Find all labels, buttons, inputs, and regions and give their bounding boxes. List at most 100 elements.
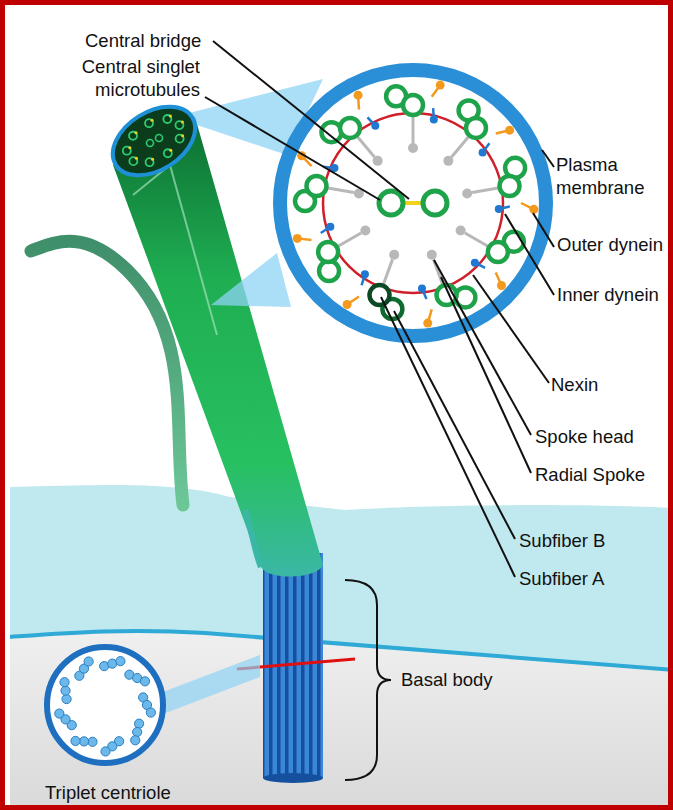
axoneme <box>293 81 539 328</box>
subfiber-a <box>306 176 326 196</box>
triplet-tubule <box>134 719 143 728</box>
mini-doublet <box>129 132 137 140</box>
cilium-illustration <box>5 5 673 810</box>
mini-doublet <box>129 157 137 165</box>
mini-arm <box>181 134 184 137</box>
central-singlet <box>423 191 447 215</box>
subfiber-a <box>488 242 508 262</box>
leader-lines <box>205 41 554 577</box>
triplet-tubule <box>55 709 64 718</box>
part-label: Central singlet microtubules <box>60 55 200 101</box>
outer-dynein <box>505 126 514 135</box>
leader-line <box>473 275 549 383</box>
leader-line <box>505 214 554 295</box>
mini-doublet <box>163 115 171 123</box>
shaft-section <box>100 93 207 190</box>
leader-line <box>394 311 515 539</box>
outer-dynein <box>529 205 538 214</box>
part-label: Inner dynein <box>557 283 659 306</box>
mini-doublet <box>175 121 183 129</box>
radial-spoke <box>337 233 361 247</box>
cutaway-edge <box>133 165 217 335</box>
bracket <box>345 580 391 780</box>
outer-dynein <box>497 281 506 290</box>
spoke-head <box>373 156 383 166</box>
nexin-ring <box>323 113 503 293</box>
triplet-tubule <box>84 657 93 666</box>
shaft-flare <box>245 510 261 567</box>
part-label: Plasma membrane <box>556 153 664 199</box>
radial-spoke <box>383 259 393 285</box>
centriole-section <box>47 647 163 763</box>
part-label: Radial Spoke <box>535 463 645 486</box>
inner-dynein <box>479 148 487 156</box>
subfiber-a <box>500 176 520 196</box>
axoneme-membrane <box>280 70 546 336</box>
inner-dynein <box>471 259 479 267</box>
part-label: Triplet centriole <box>45 781 171 804</box>
outer-dynein <box>343 300 352 309</box>
inner-dynein <box>430 116 438 124</box>
outer-dynein <box>423 319 432 328</box>
zoom-wedge <box>155 655 260 717</box>
radial-spoke <box>465 233 489 247</box>
spoke-head <box>408 143 418 153</box>
central-bridge <box>403 201 423 205</box>
spoke-head <box>360 226 370 236</box>
mini-doublet <box>123 147 131 155</box>
inner-dynein <box>371 122 379 130</box>
mini-singlet <box>147 140 154 147</box>
triplet-tubule <box>71 736 80 745</box>
spoke-head <box>443 156 453 166</box>
basal-body-end <box>263 773 323 783</box>
radial-spoke <box>472 188 500 193</box>
outer-dynein <box>293 234 302 243</box>
cell-membrane <box>10 485 673 670</box>
outer-dynein <box>354 91 363 100</box>
mini-doublet <box>146 158 154 166</box>
subfiber-a <box>340 118 360 138</box>
part-label: Spoke head <box>535 425 634 448</box>
part-label: Subfiber B <box>519 529 605 552</box>
mini-arm <box>169 149 172 152</box>
subfiber-a <box>369 285 389 305</box>
spoke-head <box>456 226 466 236</box>
radial-spoke <box>356 136 374 157</box>
mini-doublets <box>123 115 184 167</box>
mini-arm <box>128 146 131 149</box>
mini-arm <box>135 157 138 160</box>
mini-doublet <box>176 135 184 143</box>
inner-dynein <box>361 270 369 278</box>
triplet-tubule <box>131 736 140 745</box>
spoke-head <box>427 250 437 260</box>
spoke-head <box>462 188 472 198</box>
mini-doublet <box>145 119 153 127</box>
triplets <box>55 657 156 757</box>
zoom-wedge <box>211 253 291 307</box>
outer-dynein <box>436 81 445 90</box>
part-label: Nexin <box>551 373 598 396</box>
part-label: Outer dynein <box>557 233 663 256</box>
part-label: Central bridge <box>85 29 201 52</box>
leader-line <box>542 150 554 167</box>
mini-arm <box>181 121 184 124</box>
triplet-tubule <box>79 737 88 746</box>
mini-arm <box>151 158 154 161</box>
subfiber-a <box>466 118 486 138</box>
inner-dynein <box>495 205 503 213</box>
triplet-tubule <box>61 686 70 695</box>
leader-line <box>381 297 515 577</box>
triplet-tubule <box>133 727 142 736</box>
leader-line <box>533 213 554 247</box>
part-label: Basal body <box>401 668 493 691</box>
subfiber-a <box>403 95 423 115</box>
triplet-tubule <box>146 708 155 717</box>
triplet-tubule <box>116 657 125 666</box>
subfiber-a <box>318 242 338 262</box>
mini-arm <box>135 131 138 134</box>
triplet-tubule <box>101 747 110 756</box>
mini-arm <box>151 119 154 122</box>
inner-dynein <box>326 223 334 231</box>
leader-line <box>441 277 531 473</box>
